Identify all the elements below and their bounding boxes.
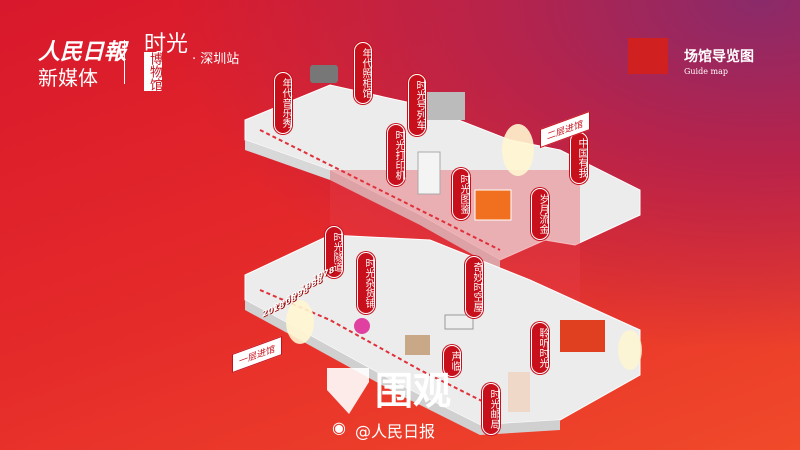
speakers-icon <box>560 320 605 352</box>
exhibit-label[interactable]: 奇妙时空屋 <box>465 256 483 318</box>
peoples-daily-logo: 人民日報 <box>38 39 127 65</box>
city-label: · 深圳站 <box>192 52 240 67</box>
exhibit-label[interactable]: 聆听时光 <box>531 322 549 374</box>
watermark-logo-icon <box>327 368 369 414</box>
watermark-title: 围观 <box>375 369 452 413</box>
entrance-glow-2f <box>502 124 534 176</box>
watermark-account: @人民日报 <box>355 422 436 441</box>
printer-icon <box>417 151 441 195</box>
museum-subtitle: 博物馆 <box>144 52 162 91</box>
exhibit-label[interactable]: 时光号列车 <box>408 74 426 136</box>
exhibit-label[interactable]: 年代照相馆 <box>354 42 372 104</box>
entrance-glow-right <box>618 330 642 370</box>
exhibit-label[interactable]: 时光杂货铺 <box>357 252 375 314</box>
camera-icon <box>310 65 338 83</box>
guide-map-subtitle: Guide map <box>684 67 728 76</box>
exhibit-label[interactable]: 时光邮局 <box>482 383 500 435</box>
divider <box>124 40 125 84</box>
radio-icon <box>405 335 430 355</box>
new-media-label: 新媒体 <box>38 66 98 90</box>
exhibit-label[interactable]: 时光图鉴 <box>452 168 470 220</box>
weibo-icon: ◉ <box>332 418 346 437</box>
cake-icon <box>354 318 370 334</box>
exhibit-label[interactable]: 年代音乐秀 <box>274 72 292 134</box>
exhibit-label[interactable]: 岁月流金 <box>531 188 549 240</box>
train-icon <box>425 92 465 120</box>
mailbox-icon <box>508 372 530 412</box>
exhibit-label[interactable]: 中国有我 <box>570 132 588 184</box>
exhibit-label[interactable]: 时光打印机 <box>387 124 405 186</box>
game-console-icon <box>444 314 474 330</box>
exhibit-label[interactable]: 时光隧道 <box>325 226 343 278</box>
exhibit-label[interactable]: 声临 <box>443 345 461 377</box>
entrance-glow-1f <box>286 300 314 344</box>
floor2-walls <box>245 140 500 270</box>
guide-map-title: 场馆导览图 <box>684 49 754 65</box>
picture-frame-icon <box>474 189 512 221</box>
shop-building-icon <box>628 38 668 74</box>
